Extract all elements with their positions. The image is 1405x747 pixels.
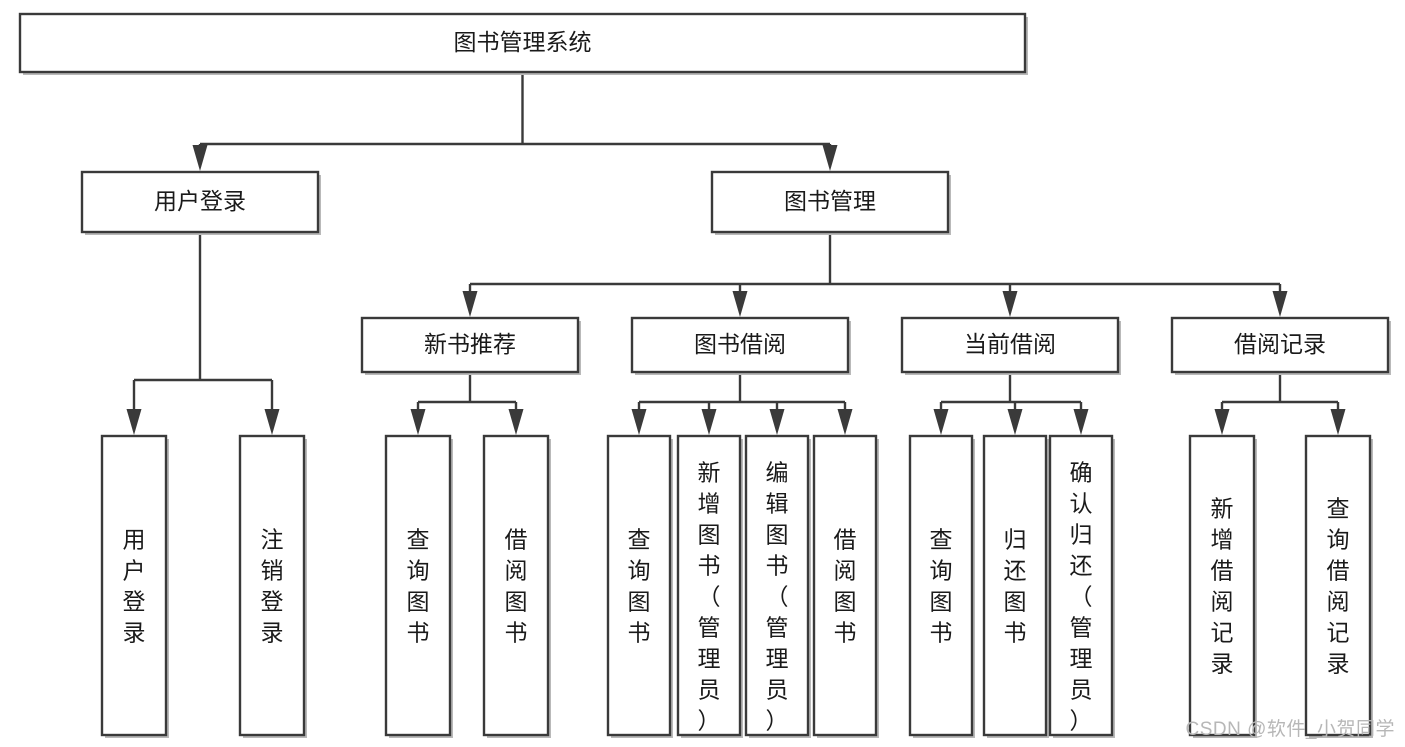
node-label: 借阅记录 [1234,331,1326,357]
node-label: 查询图书 [930,527,953,646]
node-box[interactable] [908,434,974,737]
node-box[interactable] [80,170,320,234]
node-leaf-query-book-2[interactable]: 查询图书 [606,434,673,738]
node-label: 当前借阅 [964,331,1056,357]
node-leaf-return-book[interactable]: 归还图书 [982,434,1049,738]
node-box[interactable] [100,434,168,737]
node-label: 新增借阅记录 [1211,496,1234,677]
node-box[interactable] [1304,434,1372,737]
node-box[interactable] [482,434,550,737]
node-label: 归还图书 [1004,527,1027,646]
node-box[interactable] [360,316,580,374]
node-leaf-borrow-book-2[interactable]: 借阅图书 [812,434,879,738]
node-label: 新增图书（管理员） [698,460,721,734]
node-label: 查询借阅记录 [1327,496,1350,677]
node-label: 确认归还（管理员） [1070,460,1093,734]
node-label: 用户登录 [154,188,246,214]
node-box[interactable] [384,434,452,737]
node-leaf-edit-book[interactable]: 编辑图书（管理员） [744,434,811,738]
node-box[interactable] [982,434,1048,737]
node-label: 编辑图书（管理员） [766,460,789,734]
node-leaf-query-book-3[interactable]: 查询图书 [908,434,975,738]
node-label: 借阅图书 [505,527,528,646]
node-layer: 图书管理系统用户登录图书管理新书推荐图书借阅当前借阅借阅记录用户登录注销登录查询… [18,12,1391,738]
node-label: 查询图书 [628,527,651,646]
node-box[interactable] [606,434,672,737]
node-book-management[interactable]: 图书管理 [710,170,951,235]
node-leaf-query-book-1[interactable]: 查询图书 [384,434,453,738]
connector-layer [126,72,1346,435]
node-label: 用户登录 [123,527,146,646]
node-leaf-borrow-book-1[interactable]: 借阅图书 [482,434,551,738]
node-label: 借阅图书 [834,527,857,646]
node-borrow-record[interactable]: 借阅记录 [1170,316,1391,375]
node-label: 查询图书 [407,527,430,646]
node-label: 图书管理 [784,188,876,214]
node-box[interactable] [1188,434,1256,737]
node-box[interactable] [1048,434,1114,737]
node-new-book-recommend[interactable]: 新书推荐 [360,316,581,375]
node-root-system[interactable]: 图书管理系统 [18,12,1028,75]
node-book-borrow[interactable]: 图书借阅 [630,316,851,375]
node-box[interactable] [676,434,742,737]
node-leaf-confirm-return[interactable]: 确认归还（管理员） [1048,434,1115,738]
node-user-login[interactable]: 用户登录 [80,170,321,235]
node-label: 图书管理系统 [454,29,592,55]
node-box[interactable] [18,12,1027,74]
node-current-borrow[interactable]: 当前借阅 [900,316,1121,375]
node-leaf-user-login[interactable]: 用户登录 [100,434,169,738]
node-label: 新书推荐 [424,331,516,357]
node-box[interactable] [630,316,850,374]
node-box[interactable] [1170,316,1390,374]
node-label: 图书借阅 [694,331,786,357]
node-box[interactable] [900,316,1120,374]
node-box[interactable] [812,434,878,737]
node-box[interactable] [238,434,306,737]
node-leaf-logout[interactable]: 注销登录 [238,434,307,738]
node-box[interactable] [744,434,810,737]
node-leaf-add-book[interactable]: 新增图书（管理员） [676,434,743,738]
node-leaf-add-record[interactable]: 新增借阅记录 [1188,434,1257,738]
node-leaf-query-record[interactable]: 查询借阅记录 [1304,434,1373,738]
node-box[interactable] [710,170,950,234]
node-label: 注销登录 [261,527,284,646]
